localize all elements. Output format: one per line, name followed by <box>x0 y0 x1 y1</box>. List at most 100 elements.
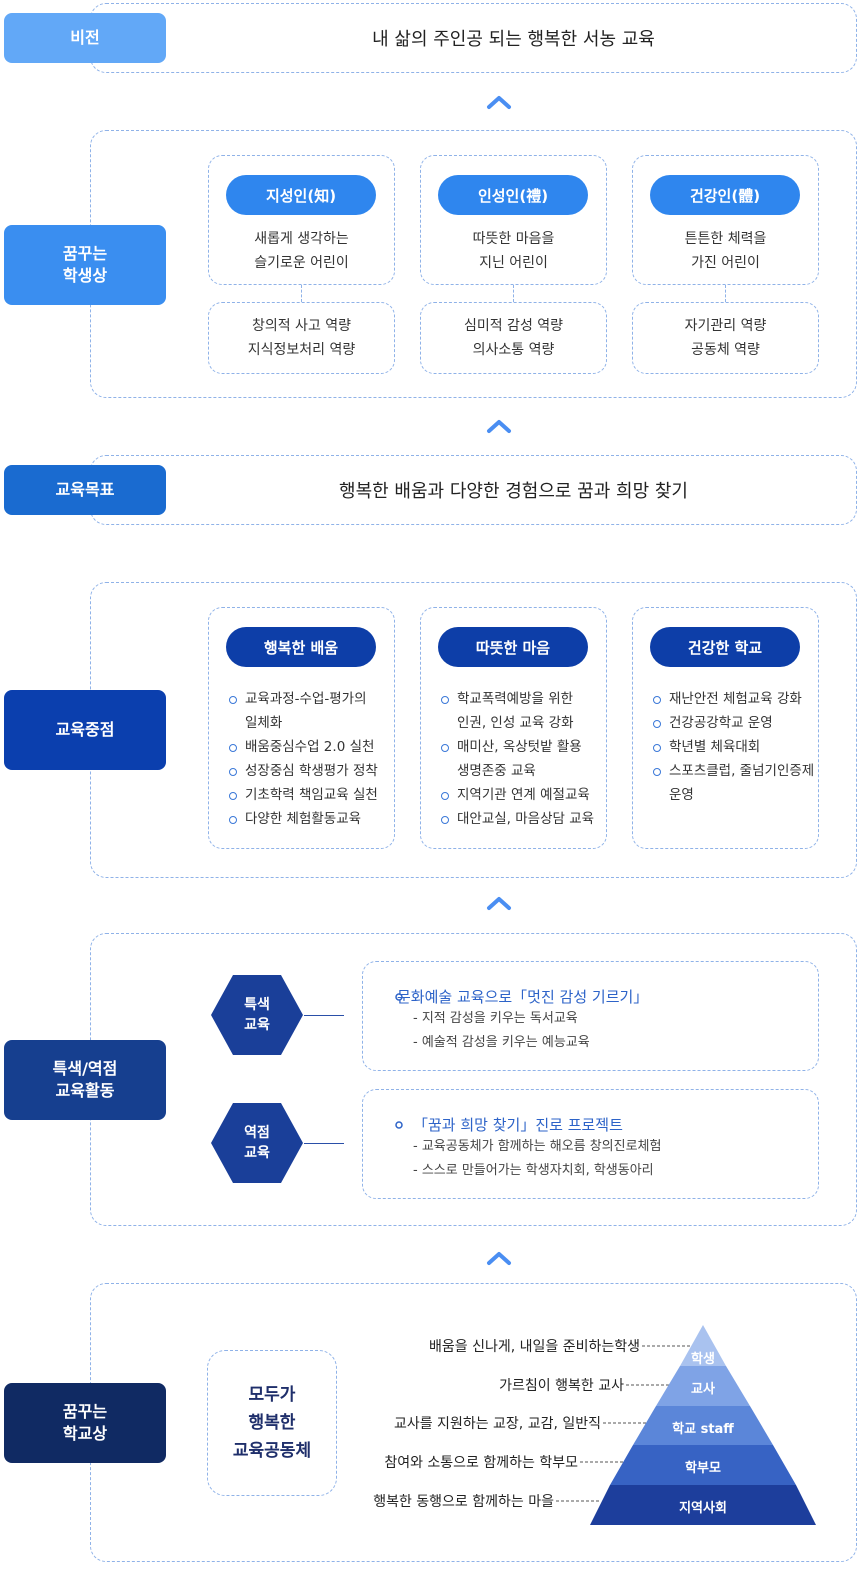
school-image-label-line: 꿈꾸는 <box>62 1402 108 1421</box>
school-image-label-line: 학교상 <box>62 1424 108 1443</box>
vision-text: 내 삶의 주인공 되는 행복한 서농 교육 <box>372 29 655 50</box>
goal-box <box>90 455 857 525</box>
competency-line: 지식정보처리 역량 <box>247 342 356 358</box>
connector-line <box>725 285 726 302</box>
pyramid-tier-staff <box>633 1406 773 1445</box>
pyramid-level-label: 지역사회 <box>679 1501 727 1516</box>
pyramid-level-label: 학생 <box>691 1352 715 1367</box>
pyramid-level-label: 교사 <box>691 1382 715 1397</box>
special-card-sub: - 교육공동체가 함께하는 해오름 창의진로체험 - 스스로 만들어가는 학생자… <box>413 1135 661 1183</box>
desc-line: 가진 어린이 <box>691 255 760 271</box>
pyramid-tier-parent <box>610 1445 796 1485</box>
focus-card-school: 건강한 학교 재난안전 체험교육 강화 건강공강학교 운영 학년별 체육대회 스… <box>632 607 819 849</box>
competency-card-health: 자기관리 역량 공동체 역량 <box>632 302 819 374</box>
student-image-label: 꿈꾸는 학생상 <box>4 225 166 305</box>
chevron-up-icon <box>487 1252 511 1265</box>
chevron-up-icon <box>487 420 511 433</box>
connector-line <box>513 285 514 302</box>
desc-line: 새롭게 생각하는 <box>254 231 349 247</box>
community-card: 모두가 행복한 교육공동체 <box>207 1350 337 1496</box>
special-label-line: 특색/역점 <box>52 1059 118 1078</box>
competency-text: 심미적 감성 역량 의사소통 역량 <box>421 314 606 362</box>
sub-line: - 교육공동체가 함께하는 해오름 창의진로체험 <box>413 1139 662 1154</box>
special-card: 문화예술 교육으로「멋진 감성 기르기」 - 지적 감성을 키우는 독서교육 -… <box>362 961 819 1071</box>
sub-line: - 예술적 감성을 키우는 예능교육 <box>413 1035 590 1050</box>
chevron-up-icon <box>487 96 511 109</box>
hex-line: 교육 <box>244 1145 270 1161</box>
focus-label-text: 교육중점 <box>55 720 115 739</box>
connector-line <box>301 285 302 302</box>
pyramid-desc: 교사를 지원하는 교장, 교감, 일반직 <box>393 1416 601 1432</box>
hex-line: 특색 <box>244 997 270 1013</box>
competency-text: 창의적 사고 역량 지식정보처리 역량 <box>209 314 394 362</box>
pyramid-level-label: 학부모 <box>685 1461 721 1476</box>
special-card: 「꿈과 희망 찾기」진로 프로젝트 - 교육공동체가 함께하는 해오름 창의진로… <box>362 1089 819 1199</box>
pyramid-tier-teacher <box>656 1366 750 1406</box>
student-card-title: 지성인(知) <box>226 175 376 215</box>
hexagon-text: 역점 교육 <box>210 1123 304 1163</box>
hexagon-badge <box>211 975 303 1055</box>
special-card-title: 「꿈과 희망 찾기」진로 프로젝트 <box>413 1116 623 1134</box>
sub-line: - 스스로 만들어가는 학생자치회, 학생동아리 <box>413 1163 654 1178</box>
competency-line: 의사소통 역량 <box>472 342 555 358</box>
list-item: 성장중심 학생평가 정착 <box>227 759 378 783</box>
focus-list: 재난안전 체험교육 강화 건강공강학교 운영 학년별 체육대회 스포츠클럽, 줄… <box>651 687 814 807</box>
competency-line: 심미적 감성 역량 <box>463 318 564 334</box>
bullet-icon <box>395 1121 403 1129</box>
vision-label-text: 비전 <box>70 28 100 47</box>
student-image-label-line: 꿈꾸는 <box>62 244 108 263</box>
student-card-title: 인성인(禮) <box>438 175 588 215</box>
list-item: 건강공강학교 운영 <box>651 711 814 735</box>
pyramid-desc: 참여와 소통으로 함께하는 학부모 <box>384 1455 578 1471</box>
list-item: 재난안전 체험교육 강화 <box>651 687 814 711</box>
hexagon-badge <box>211 1103 303 1183</box>
pyramid-tier-community <box>590 1485 816 1525</box>
list-item: 기초학력 책임교육 실천 <box>227 783 378 807</box>
special-card-sub: - 지적 감성을 키우는 독서교육 - 예술적 감성을 키우는 예능교육 <box>413 1007 590 1055</box>
pyramid-desc: 배움을 신나게, 내일을 준비하는학생 <box>429 1339 640 1355</box>
pyramid-desc: 행복한 동행으로 함께하는 마을 <box>373 1494 554 1510</box>
list-item: 지역기관 연계 예절교육 <box>439 783 594 807</box>
list-item: 배움중심수업 2.0 실천 <box>227 735 378 759</box>
focus-card-title: 따뜻한 마음 <box>438 627 588 667</box>
student-card-health: 건강인(體) 튼튼한 체력을 가진 어린이 <box>632 155 819 285</box>
hexagon-text: 특색 교육 <box>210 995 304 1035</box>
competency-line: 공동체 역량 <box>691 342 760 358</box>
student-card-title: 건강인(體) <box>650 175 800 215</box>
desc-line: 튼튼한 체력을 <box>684 231 767 247</box>
connector-line <box>304 1143 344 1144</box>
student-image-label-line: 학생상 <box>62 266 108 285</box>
student-card-desc: 따뜻한 마음을 지닌 어린이 <box>421 227 606 275</box>
goal-label-text: 교육목표 <box>55 480 115 499</box>
pyramid-desc: 가르침이 행복한 교사 <box>499 1378 624 1394</box>
student-card-desc: 새롭게 생각하는 슬기로운 어린이 <box>209 227 394 275</box>
list-item: 대안교실, 마음상담 교육 <box>439 807 594 831</box>
vision-box <box>90 3 857 73</box>
list-item: 다양한 체험활동교육 <box>227 807 378 831</box>
hex-line: 교육 <box>244 1017 270 1033</box>
competency-card-character: 심미적 감성 역량 의사소통 역량 <box>420 302 607 374</box>
school-image-label: 꿈꾸는 학교상 <box>4 1383 166 1463</box>
chevron-up-icon <box>487 897 511 910</box>
community-line: 행복한 <box>248 1413 296 1433</box>
desc-line: 슬기로운 어린이 <box>254 255 349 271</box>
list-item: 학년별 체육대회 <box>651 735 814 759</box>
competency-card-intellect: 창의적 사고 역량 지식정보처리 역량 <box>208 302 395 374</box>
pyramid-level-label: 학교 staff <box>672 1422 734 1437</box>
community-line: 모두가 <box>248 1385 296 1405</box>
community-line: 교육공동체 <box>232 1441 312 1461</box>
special-card-title: 문화예술 교육으로「멋진 감성 기르기」 <box>397 988 649 1006</box>
student-card-intellect: 지성인(知) 새롭게 생각하는 슬기로운 어린이 <box>208 155 395 285</box>
desc-line: 따뜻한 마음을 <box>472 231 555 247</box>
vision-label: 비전 <box>4 13 166 63</box>
desc-line: 지닌 어린이 <box>479 255 548 271</box>
competency-text: 자기관리 역량 공동체 역량 <box>633 314 818 362</box>
pyramid-tier-student <box>680 1325 726 1366</box>
